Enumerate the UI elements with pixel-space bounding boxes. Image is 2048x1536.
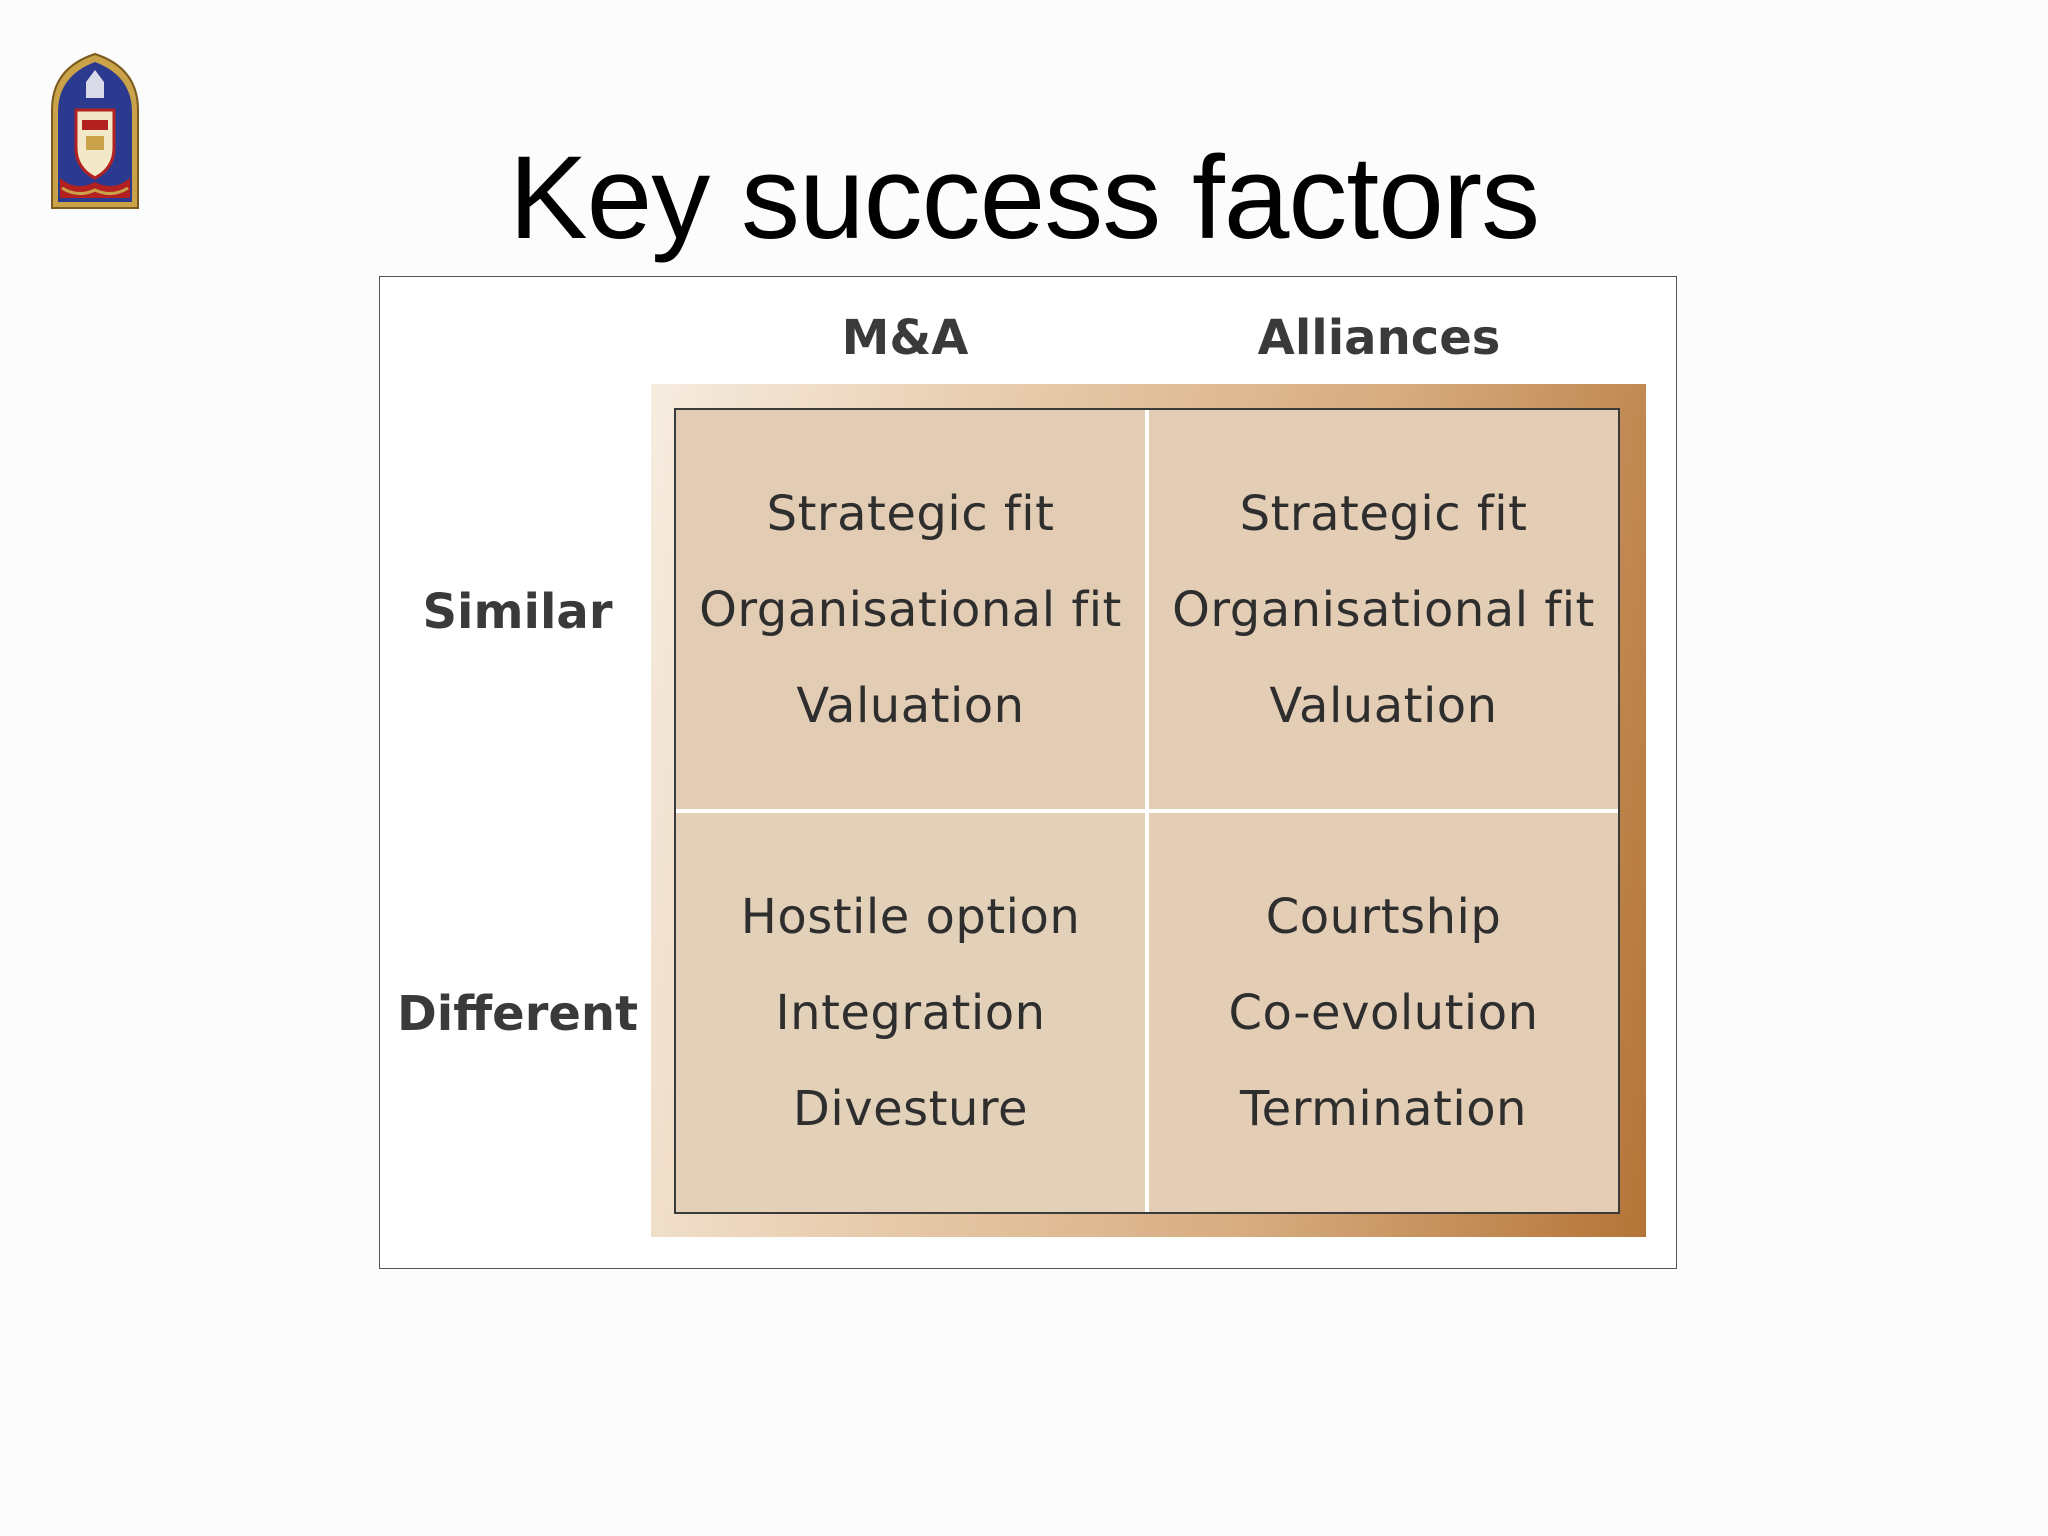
slide-title: Key success factors: [508, 132, 1540, 264]
factor-item: Courtship: [1265, 888, 1502, 945]
university-crest-icon: [46, 48, 144, 210]
cell-different-ma: Hostile option Integration Divesture: [676, 813, 1145, 1212]
factor-item: Hostile option: [740, 888, 1081, 945]
row-header-similar: Similar: [422, 584, 613, 640]
matrix-grid: Strategic fit Organisational fit Valuati…: [674, 408, 1620, 1214]
factor-item: Co-evolution: [1228, 984, 1539, 1041]
cell-similar-ma: Strategic fit Organisational fit Valuati…: [676, 410, 1145, 809]
factor-item: Divesture: [792, 1080, 1029, 1137]
row-header-different: Different: [396, 986, 639, 1042]
factor-item: Valuation: [796, 677, 1025, 734]
factor-item: Strategic fit: [1239, 485, 1528, 542]
factor-item: Organisational fit: [699, 581, 1122, 638]
factor-item: Strategic fit: [766, 485, 1055, 542]
factor-item: Termination: [1240, 1080, 1527, 1137]
cell-similar-alliances: Strategic fit Organisational fit Valuati…: [1149, 410, 1618, 809]
matrix-frame: Strategic fit Organisational fit Valuati…: [651, 384, 1646, 1237]
column-header-alliances: Alliances: [1257, 310, 1501, 366]
key-success-factors-matrix: M&A Alliances Similar Different Strategi…: [379, 276, 1677, 1269]
factor-item: Integration: [775, 984, 1046, 1041]
cell-different-alliances: Courtship Co-evolution Termination: [1149, 813, 1618, 1212]
factor-item: Valuation: [1269, 677, 1498, 734]
factor-item: Organisational fit: [1172, 581, 1595, 638]
column-header-ma: M&A: [841, 310, 969, 366]
